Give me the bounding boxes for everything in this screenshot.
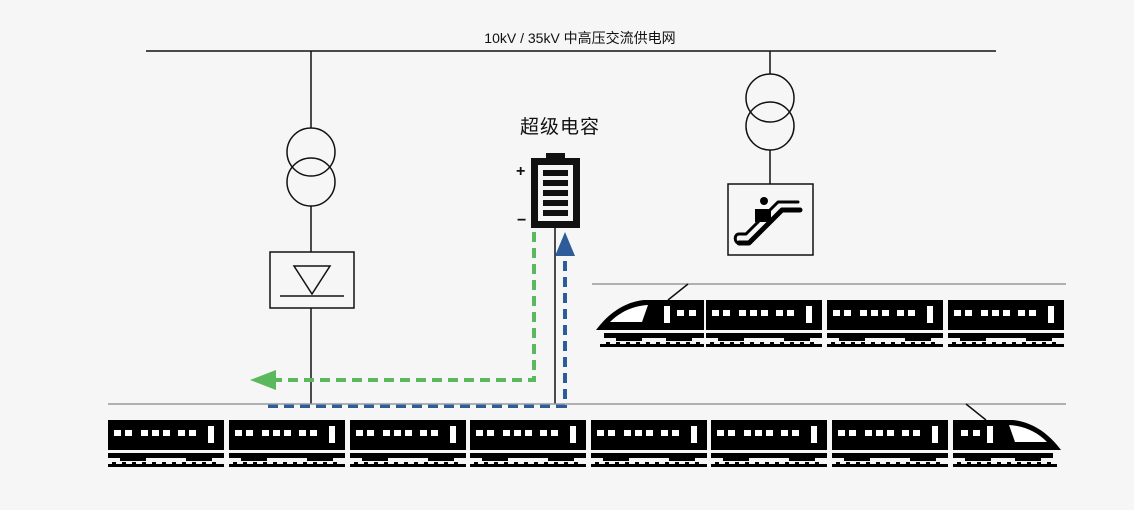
escalator-icon (733, 197, 803, 246)
station-load-feeder (727, 51, 814, 256)
transformer-icon (745, 73, 795, 151)
supercap-label: 超级电容 (519, 117, 600, 138)
high-speed-train-icon (108, 420, 1061, 467)
pantograph (965, 403, 987, 421)
pantograph (667, 283, 689, 301)
supercap-minus-sign: − (517, 212, 526, 229)
traction-substation (269, 51, 355, 404)
transformer-icon (286, 127, 336, 207)
supercap-plus-sign: + (516, 163, 525, 180)
high-speed-train-icon (596, 300, 1064, 347)
charge-flow-arrow (268, 232, 575, 408)
grid-label: 10kV / 35kV 中高压交流供电网 (484, 30, 676, 46)
discharge-flow-arrow (250, 232, 536, 390)
battery-icon (531, 153, 580, 228)
rectifier-icon (269, 251, 355, 309)
